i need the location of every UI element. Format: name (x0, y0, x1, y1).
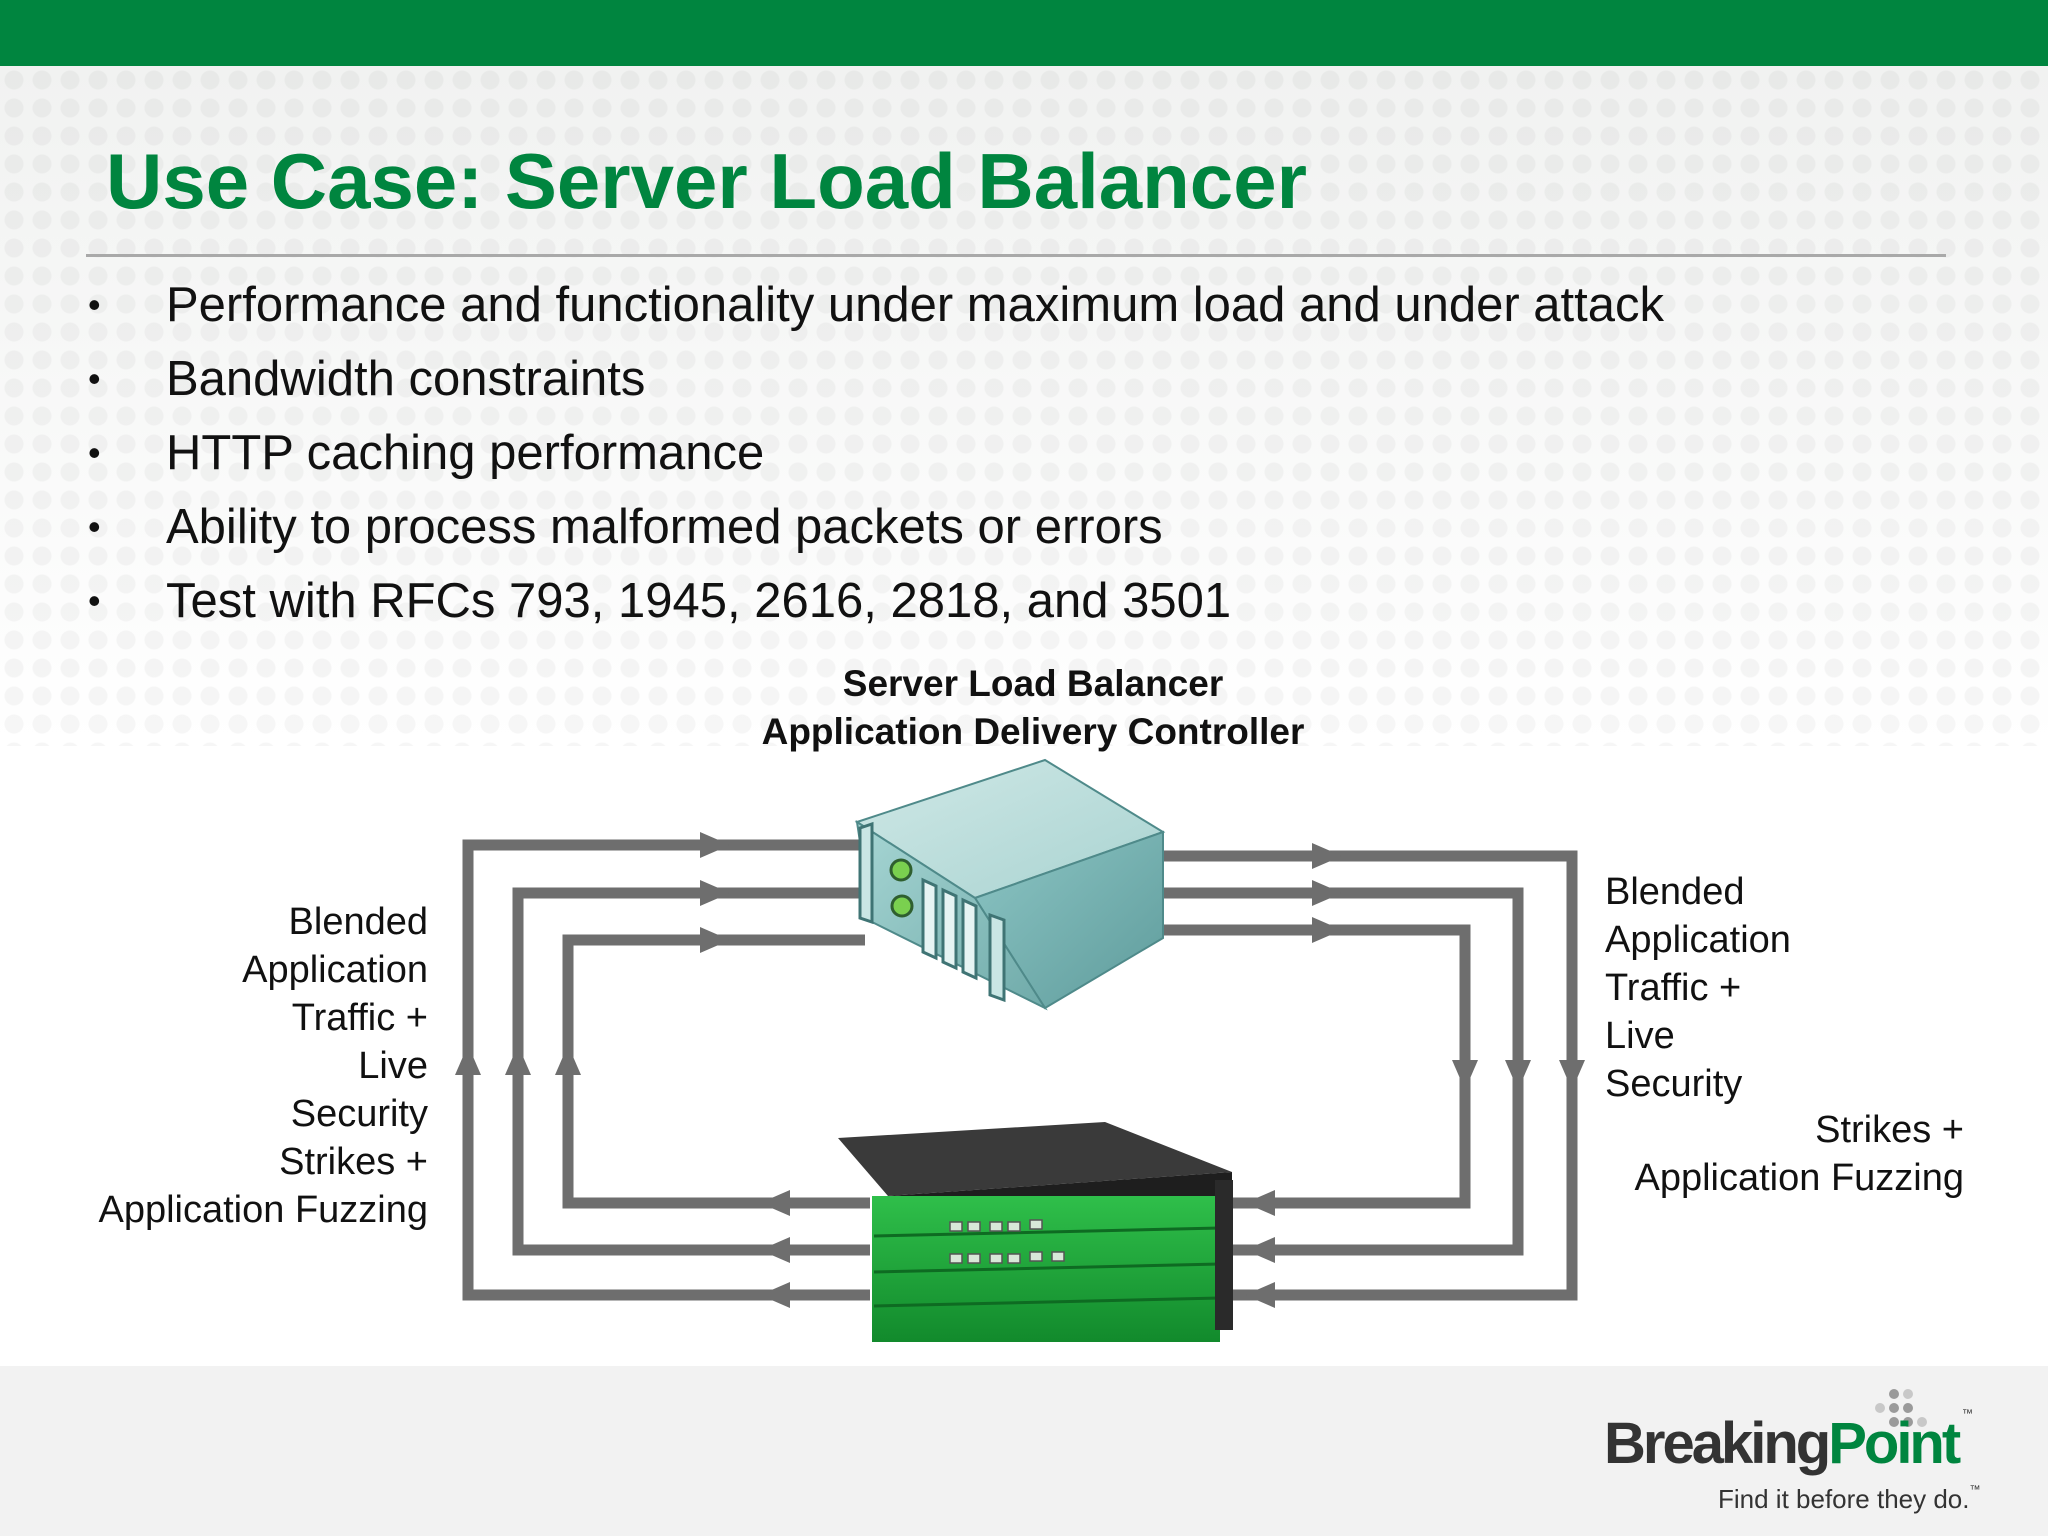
arrow-left-icon (1245, 1190, 1275, 1216)
arrow-right-icon (700, 880, 730, 906)
arrow-right-icon (700, 832, 730, 858)
breakingpoint-logo: BreakingPoint ™ Find it before they do.™ (1600, 1388, 1980, 1518)
label-line: Security (1605, 1063, 1743, 1105)
label-line: Strikes + (1815, 1109, 1964, 1151)
label-line: Live (358, 1045, 428, 1087)
caption-line-2: Application Delivery Controller (761, 711, 1305, 752)
bullet-text: Test with RFCs 793, 1945, 2616, 2818, an… (166, 574, 1232, 628)
arrow-up-icon (455, 1045, 481, 1075)
bullet-item: • HTTP caching performance (86, 416, 1664, 490)
arrow-left-icon (1245, 1282, 1275, 1308)
label-line: Blended (288, 901, 428, 943)
bullet-marker: • (88, 432, 101, 473)
load-balancer-server-icon (854, 758, 1166, 1011)
label-line: Security (290, 1093, 428, 1135)
bullet-marker: • (88, 358, 101, 399)
footer-background (0, 1366, 2048, 1536)
arrow-left-icon (760, 1282, 790, 1308)
flow-arrows (455, 832, 1585, 1308)
arrow-down-icon (1559, 1060, 1585, 1090)
bullet-text: Performance and functionality under maxi… (166, 278, 1665, 332)
arrow-right-icon (1312, 917, 1342, 943)
bullet-item: • Performance and functionality under max… (86, 268, 1664, 342)
bullet-text: Bandwidth constraints (166, 352, 646, 406)
title-divider (86, 254, 1946, 257)
logo-word-breaking: Breaking (1604, 1411, 1831, 1476)
arrow-down-icon (1505, 1060, 1531, 1090)
bullet-marker: • (88, 580, 101, 621)
bullet-marker: • (88, 506, 101, 547)
bullet-text: HTTP caching performance (166, 426, 765, 480)
caption-line-1: Server Load Balancer (842, 663, 1224, 704)
bullet-list: • Performance and functionality under max… (86, 268, 1664, 638)
arrow-left-icon (1245, 1237, 1275, 1263)
arrow-up-icon (555, 1045, 581, 1075)
label-line: Application (242, 949, 428, 991)
left-traffic-label: Blended Application Traffic + Live Secur… (98, 898, 428, 1234)
logo-dots-icon (1875, 1389, 1927, 1427)
flow-loop-inner (562, 934, 870, 1209)
label-line: Strikes + (279, 1141, 428, 1183)
logo-tagline: Find it before they do.™ (1718, 1484, 1980, 1515)
diagram-caption: Server Load Balancer Application Deliver… (700, 660, 1366, 756)
logo-word-point: Point (1828, 1411, 1961, 1476)
arrow-right-icon (700, 927, 730, 953)
trademark-mark: ™ (1969, 1484, 1981, 1496)
label-line: Live (1605, 1015, 1675, 1057)
arrow-up-icon (505, 1045, 531, 1075)
arrow-right-icon (1312, 843, 1342, 869)
arrow-left-icon (760, 1237, 790, 1263)
trademark-mark: ™ (1962, 1408, 1973, 1420)
arrow-down-icon (1452, 1060, 1478, 1090)
label-line: Traffic + (1605, 967, 1742, 1009)
right-traffic-label: Blended Application Traffic + Live Secur… (1605, 868, 1791, 1108)
arrow-left-icon (760, 1190, 790, 1216)
arrow-right-icon (1312, 880, 1342, 906)
logo-wordmark: BreakingPoint (1604, 1410, 1961, 1477)
bullet-item: • Ability to process malformed packets or… (86, 490, 1664, 564)
right-traffic-label-continued: Strikes + Application Fuzzing (1634, 1106, 1964, 1202)
label-line: Traffic + (291, 997, 428, 1039)
bullet-item: • Test with RFCs 793, 1945, 2616, 2818, a… (86, 564, 1664, 638)
test-chassis-icon (838, 1122, 1233, 1342)
bullet-text: Ability to process malformed packets or … (166, 500, 1163, 554)
bullet-marker: • (88, 284, 101, 325)
slide-title: Use Case: Server Load Balancer (106, 137, 1307, 225)
label-line: Application (1605, 919, 1791, 961)
tagline-text: Find it before they do. (1718, 1484, 1970, 1514)
label-line: Application Fuzzing (1634, 1157, 1964, 1199)
label-line: Application Fuzzing (98, 1189, 428, 1231)
bullet-item: • Bandwidth constraints (86, 342, 1664, 416)
header-background (0, 66, 2048, 746)
label-line: Blended (1605, 871, 1745, 913)
top-banner (0, 0, 2048, 66)
